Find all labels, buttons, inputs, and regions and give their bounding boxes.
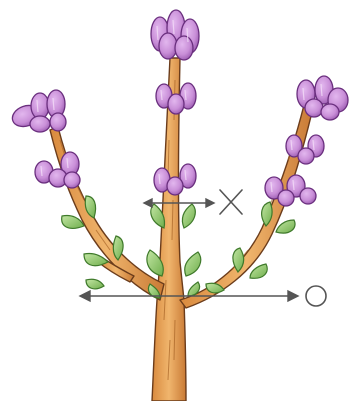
leaf [185,252,201,276]
leaf [86,279,104,289]
leaf [250,264,267,278]
circle-mark-icon [306,286,326,306]
leaf [84,253,108,265]
leaf [182,204,195,228]
cross-mark-icon [220,190,242,214]
leaf [276,220,295,233]
